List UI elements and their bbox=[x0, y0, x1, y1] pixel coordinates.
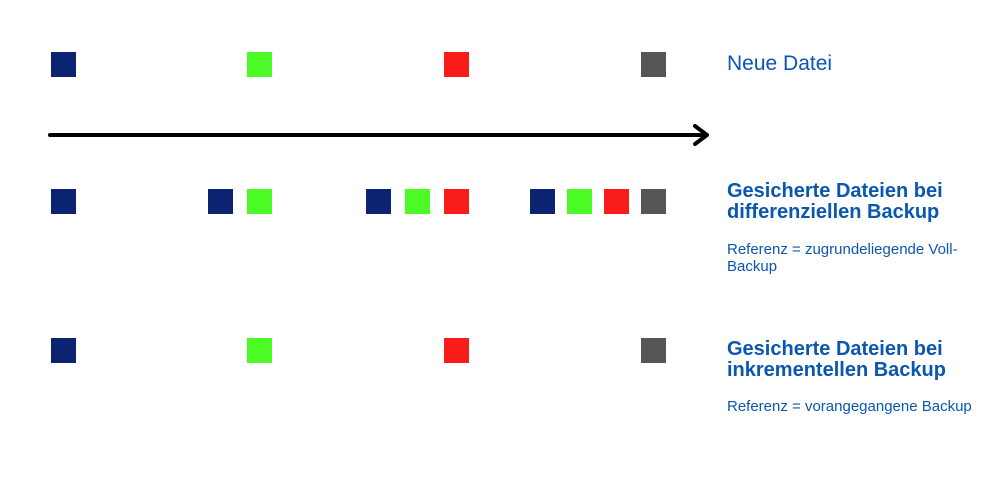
differential-note: Referenz = zugrundeliegende Voll-Backup bbox=[727, 241, 958, 275]
differential-heading: Gesicherte Dateien bei differenziellen B… bbox=[727, 180, 943, 223]
timeline-arrow bbox=[48, 124, 709, 146]
incremental-file-square bbox=[51, 338, 76, 363]
differential-file-square bbox=[366, 189, 391, 214]
new-file-square bbox=[51, 52, 76, 77]
incremental-file-square bbox=[247, 338, 272, 363]
differential-file-square bbox=[444, 189, 469, 214]
differential-file-square bbox=[530, 189, 555, 214]
differential-file-square bbox=[567, 189, 592, 214]
new-file-square bbox=[247, 52, 272, 77]
differential-file-square bbox=[604, 189, 629, 214]
incremental-heading: Gesicherte Dateien bei inkrementellen Ba… bbox=[727, 338, 946, 381]
incremental-file-square bbox=[444, 338, 469, 363]
new-file-label: Neue Datei bbox=[727, 52, 833, 75]
differential-file-square bbox=[641, 189, 666, 214]
new-file-square bbox=[444, 52, 469, 77]
differential-file-square bbox=[51, 189, 76, 214]
differential-file-square bbox=[247, 189, 272, 214]
incremental-note: Referenz = vorangegangene Backup bbox=[727, 398, 972, 415]
differential-file-square bbox=[208, 189, 233, 214]
incremental-file-square bbox=[641, 338, 666, 363]
new-file-square bbox=[641, 52, 666, 77]
differential-file-square bbox=[405, 189, 430, 214]
